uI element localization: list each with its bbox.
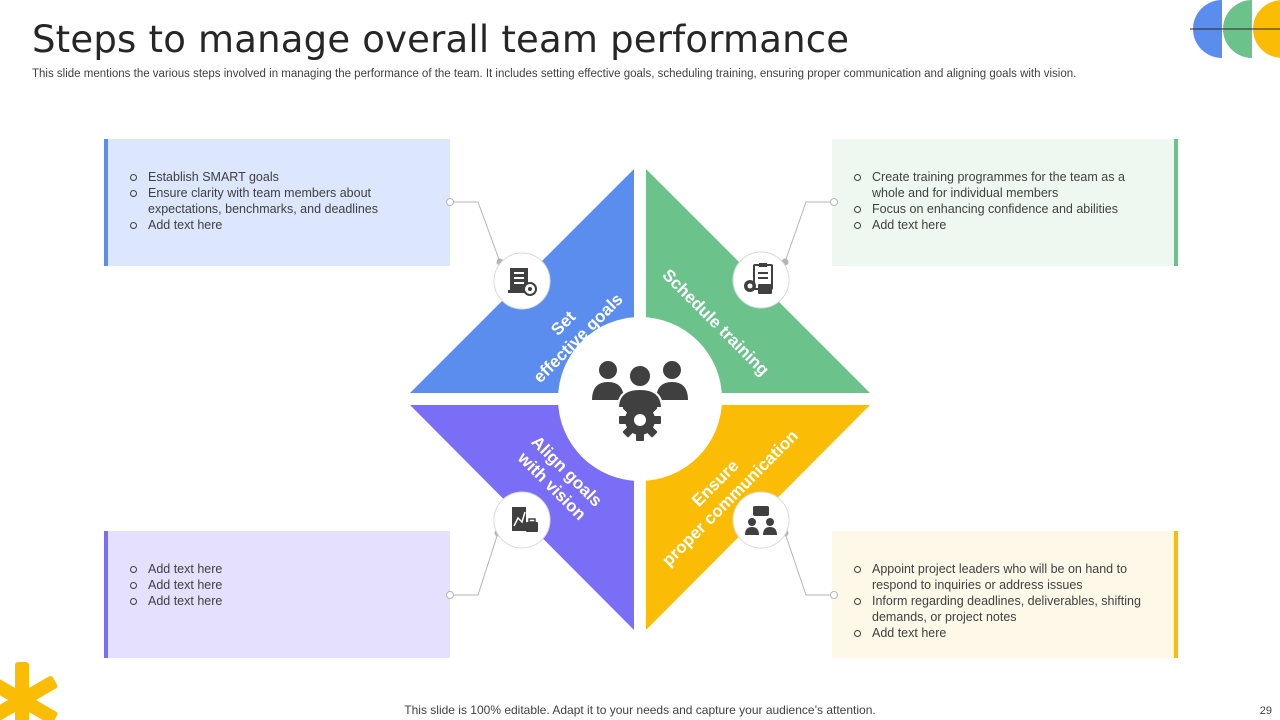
dot	[830, 198, 838, 206]
connector-ensure-communication	[784, 532, 834, 596]
step-box-ensure-communication: Appoint project leaders who will be on h…	[832, 531, 1178, 658]
bullet-item: Appoint project leaders who will be on h…	[854, 561, 1156, 593]
bullet-item: Add text here	[130, 577, 432, 593]
slide-title: Steps to manage overall team performance	[32, 18, 850, 61]
bullet-list: Establish SMART goals Ensure clarity wit…	[130, 169, 432, 233]
bullet-list: Create training programmes for the team …	[854, 169, 1156, 233]
connector-align-goals	[450, 532, 499, 596]
step-box-set-goals: Establish SMART goals Ensure clarity wit…	[104, 139, 450, 266]
dot	[446, 198, 454, 206]
bullet-item: Add text here	[854, 217, 1156, 233]
bullet-item: Add text here	[854, 625, 1156, 641]
bullet-list: Add text here Add text here Add text her…	[130, 561, 432, 609]
bullet-item: Add text here	[130, 217, 432, 233]
bullet-item: Inform regarding deadlines, deliverables…	[854, 593, 1156, 625]
bullet-item: Add text here	[130, 593, 432, 609]
connector-schedule-training	[784, 201, 834, 263]
clipboard-training-icon	[732, 251, 790, 309]
connector-set-goals	[450, 201, 501, 263]
team-communication-icon	[732, 491, 790, 549]
vision-chart-icon	[493, 491, 551, 549]
dot	[446, 591, 454, 599]
bullet-item: Add text here	[130, 561, 432, 577]
step-box-schedule-training: Create training programmes for the team …	[832, 139, 1178, 266]
connectors	[450, 201, 834, 596]
top-right-decor	[1190, 0, 1280, 58]
step-box-align-goals: Add text here Add text here Add text her…	[104, 531, 450, 658]
slide-footer: This slide is 100% editable. Adapt it to…	[404, 703, 876, 717]
team-gear-icon	[592, 361, 688, 441]
dot	[830, 591, 838, 599]
slide-subtitle: This slide mentions the various steps in…	[32, 68, 1077, 80]
bullet-item: Create training programmes for the team …	[854, 169, 1156, 201]
bullet-item: Focus on enhancing confidence and abilit…	[854, 201, 1156, 217]
page-number: 29	[1259, 705, 1272, 717]
bullet-list: Appoint project leaders who will be on h…	[854, 561, 1156, 641]
bullet-item: Establish SMART goals	[130, 169, 432, 185]
goal-checklist-target-icon	[493, 252, 551, 310]
bullet-item: Ensure clarity with team members about e…	[130, 185, 432, 217]
bottom-left-asterisk-decor	[0, 662, 58, 720]
